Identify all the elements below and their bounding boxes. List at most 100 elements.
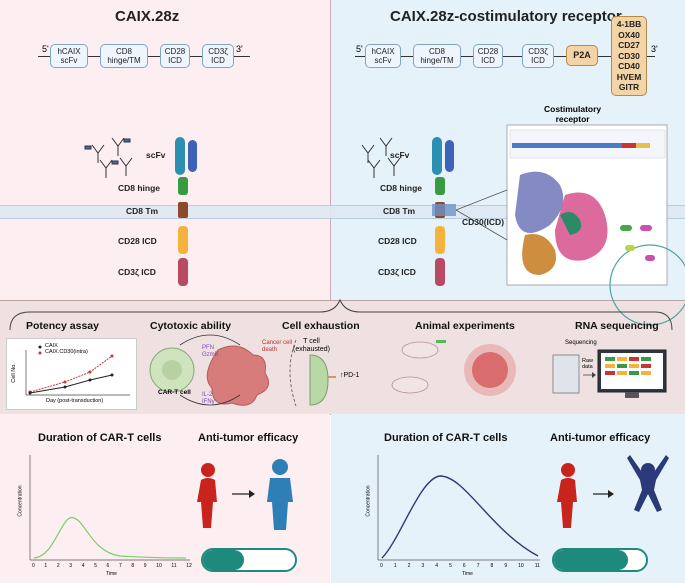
br-efficacy-fill (554, 550, 628, 570)
br-x-tick: 1 (393, 563, 397, 569)
scfv-domain (188, 140, 197, 172)
cd28-icd-domain (178, 226, 188, 254)
br-x-tick: 0 (380, 563, 383, 569)
sequencing-label: Sequencing (565, 340, 597, 346)
bl-x-tick: 3 (69, 563, 73, 569)
healthy-person-icon (267, 459, 293, 530)
assay-potency-title: Potency assay (26, 320, 99, 332)
exhausted-tcell-label: T cell (exhausted) (293, 338, 330, 353)
segment-cd28-icd: CD28 ICD (473, 44, 503, 68)
br-x-tick: 11 (534, 563, 540, 569)
bl-x-tick: 1 (44, 563, 48, 569)
scfv-domain (432, 137, 442, 175)
receptor-options-box: 4-1BB OX40 CD27 CD30 CD40 HVEM GITR (611, 16, 647, 96)
br-x-tick: 2 (407, 563, 411, 569)
bl-duration-title: Duration of CAR-T cells (38, 432, 162, 444)
left-label-scfv: scFv (146, 150, 166, 160)
segment-cd8-hinge-tm: CD8 hinge/TM (413, 44, 461, 68)
bl-x-ticks: 0 1 2 3 4 5 6 7 8 9 10 11 12 (32, 563, 192, 569)
br-efficacy-toggle (552, 548, 648, 572)
right-label-scfv: scFv (390, 150, 410, 160)
bl-xlabel: Time (106, 571, 117, 577)
bl-x-tick: 0 (32, 563, 35, 569)
bl-efficacy-title: Anti-tumor efficacy (198, 432, 299, 444)
costim-structure-panel (455, 124, 685, 326)
br-x-tick: 9 (504, 563, 508, 569)
cd8-hinge-domain (435, 177, 445, 195)
three-prime-label: 3' (651, 44, 658, 54)
construct-line (355, 56, 655, 57)
mouse-icon (391, 376, 429, 394)
car-t-cell-label: CAR-T cell (158, 389, 191, 396)
cd8-tm-domain (178, 202, 188, 218)
cd28-icd-domain (435, 226, 445, 254)
scfv-domain (175, 137, 185, 175)
sequencer-icon (552, 354, 580, 394)
br-duration-title: Duration of CAR-T cells (384, 432, 508, 444)
left-label-cd8-tm: CD8 Tm (126, 206, 159, 216)
right-label-cd8-tm: CD8 Tm (383, 206, 416, 216)
cancer-death-label: Cancer cell death (262, 340, 293, 353)
scfv-domain (445, 140, 454, 172)
cd3z-icd-domain (178, 258, 188, 286)
segment-cd28-icd: CD28 ICD (160, 44, 190, 68)
assay-cytotoxic-title: Cytotoxic ability (150, 320, 232, 332)
segment-cd8-hinge-tm: CD8 hinge/TM (100, 44, 148, 68)
receptor-option: CD40 (618, 61, 640, 72)
bl-x-tick: 11 (171, 563, 177, 569)
bl-x-tick: 7 (118, 563, 122, 569)
antigen-cluster-right-icon (361, 137, 401, 178)
br-xlabel: Time (462, 571, 473, 577)
left-title: CAIX.28z (115, 8, 180, 25)
receptor-option: 4-1BB (616, 19, 642, 30)
car-receptor-left (175, 137, 197, 286)
bl-x-tick: 8 (131, 563, 135, 569)
left-label-cd8-hinge: CD8 hinge (118, 183, 161, 193)
br-x-tick: 8 (490, 563, 494, 569)
bl-efficacy-toggle (201, 548, 297, 572)
assay-animal-title: Animal experiments (415, 320, 515, 332)
celebrating-person-icon (627, 455, 669, 512)
br-x-tick: 3 (421, 563, 425, 569)
br-concentration-curve (381, 475, 539, 559)
br-x-ticks: 0 1 2 3 4 5 6 7 8 9 10 11 (380, 563, 540, 569)
receptor-option: HVEM (616, 71, 642, 82)
assay-rna-title: RNA sequencing (575, 320, 659, 332)
three-prime-label: 3' (236, 44, 243, 54)
bl-efficacy-fill (203, 550, 245, 570)
receptor-option: GITR (618, 82, 640, 93)
bl-x-tick: 5 (94, 563, 97, 569)
segment-p2a: P2A (566, 45, 598, 66)
car-receptor-right (432, 137, 456, 286)
right-label-cd8-hinge: CD8 hinge (380, 183, 423, 193)
bl-x-tick: 10 (156, 563, 162, 569)
costim-receptor-title: Costimulatory receptor (544, 104, 602, 124)
left-label-cd28-icd: CD28 ICD (118, 236, 157, 246)
segment-cd3z-icd: CD3ζ ICD (522, 44, 554, 68)
receptor-option: CD30 (618, 50, 640, 61)
pd1-label: ↑PD-1 (340, 372, 360, 379)
br-x-tick: 10 (518, 563, 524, 569)
exhausted-tcell-icon (309, 354, 329, 406)
bottom-cytokines-label: IL-2 IFNγ (202, 392, 215, 405)
bl-concentration-curve (33, 517, 187, 559)
potency-chart (6, 338, 137, 410)
segment-hcaix-scfv: hCAIX scFv (50, 44, 88, 68)
potency-legend-cd30: CAIX.CD30(intra) (45, 349, 88, 355)
br-x-tick: 6 (462, 563, 466, 569)
bl-x-tick: 9 (143, 563, 147, 569)
cd8-hinge-domain (178, 177, 188, 195)
receptor-option: CD27 (618, 40, 640, 51)
br-x-tick: 5 (449, 563, 452, 569)
potency-xlabel: Day (post-transduction) (46, 398, 104, 404)
receptor-option: OX40 (618, 29, 640, 40)
